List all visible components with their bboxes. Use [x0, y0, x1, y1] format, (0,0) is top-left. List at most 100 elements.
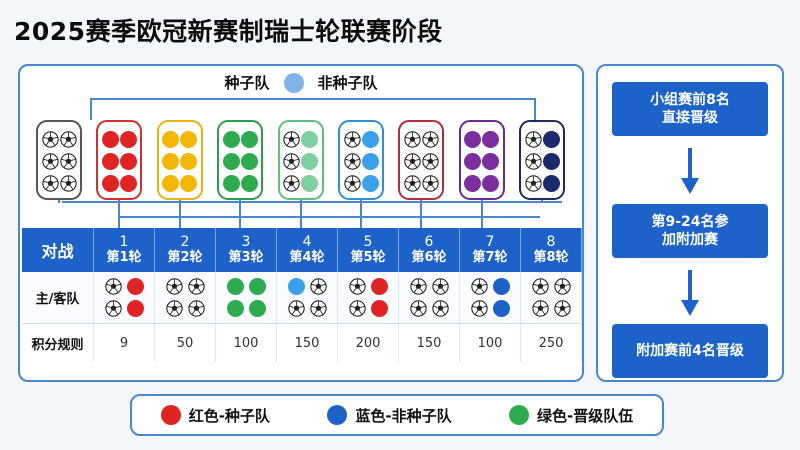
- soccer-ball-icon: [187, 278, 205, 295]
- pot-group-6: [338, 120, 384, 200]
- points-cell-8: 250: [521, 324, 582, 362]
- team-ball: [180, 130, 198, 148]
- team-ball: [180, 152, 198, 170]
- pot-group-9: [519, 120, 566, 200]
- points-cell-5: 200: [338, 324, 399, 362]
- group-connector: [118, 200, 121, 228]
- team-ball: [162, 152, 180, 170]
- top-connector-right: [534, 98, 536, 120]
- round-label: 第4轮: [289, 249, 325, 265]
- home-away-cell-8: [521, 272, 582, 323]
- table-connector-line: [120, 216, 540, 218]
- legend-dot-green: [509, 405, 530, 425]
- team-ball: [119, 174, 137, 192]
- soccer-ball-icon: [59, 174, 77, 192]
- team-ball: [126, 278, 144, 295]
- group-connector: [420, 200, 423, 228]
- legend-label-blue: 蓝色-非种子队: [355, 406, 452, 425]
- soccer-ball-icon: [531, 278, 549, 295]
- home-away-cell-5: [338, 272, 399, 323]
- qualification-flow-panel: 小组赛前8名 直接晋级 第9-24名参 加附加赛 附加赛前4名晋级: [596, 64, 784, 382]
- team-ball: [287, 278, 305, 295]
- flow-step-playoff-text: 第9-24名参 加附加赛: [651, 213, 729, 248]
- color-legend: 红色-种子队 蓝色-非种子队 绿色-晋级队伍: [130, 394, 664, 436]
- group-connector: [360, 200, 362, 228]
- legend-item-green: 绿色-晋级队伍: [509, 405, 633, 426]
- top-connector-left: [90, 98, 92, 120]
- arrow-down-icon: [681, 270, 699, 316]
- team-ball: [240, 130, 258, 148]
- top-connector-line: [90, 98, 536, 100]
- group-connector: [541, 200, 544, 203]
- matchup-pair: [469, 277, 511, 319]
- soccer-ball-icon: [553, 278, 571, 295]
- soccer-ball-icon: [404, 152, 421, 170]
- team-ball: [248, 300, 266, 317]
- soccer-ball-icon: [59, 130, 77, 148]
- flow-step-direct: 小组赛前8名 直接晋级: [612, 82, 768, 136]
- round-label: 第3轮: [228, 249, 264, 265]
- group-connector: [239, 200, 242, 228]
- matchup-pair: [164, 277, 206, 319]
- legend-dot-blue: [327, 405, 348, 425]
- header-matchup-label: 对战: [22, 228, 94, 272]
- round-label: 第2轮: [167, 249, 203, 265]
- home-away-row: 主/客队: [22, 272, 582, 324]
- group-connector: [299, 200, 302, 228]
- soccer-ball-icon: [470, 278, 488, 295]
- soccer-ball-icon: [59, 152, 77, 170]
- legend-item-blue: 蓝色-非种子队: [327, 405, 452, 426]
- soccer-ball-icon: [187, 300, 205, 317]
- team-ball: [464, 174, 482, 192]
- team-ball: [301, 174, 319, 192]
- team-ball: [248, 278, 266, 295]
- team-ball: [222, 152, 240, 170]
- unseeded-legend-dot: [283, 72, 304, 93]
- team-ball: [226, 278, 244, 295]
- pot-group-8: [458, 120, 505, 200]
- team-ball: [226, 300, 244, 317]
- team-ball: [482, 130, 500, 148]
- flow-step-advance-text: 附加赛前4名晋级: [636, 342, 744, 359]
- points-cell-2: 50: [155, 324, 216, 362]
- round-label: 第6轮: [411, 249, 447, 265]
- team-ball: [492, 300, 510, 317]
- team-ball: [101, 174, 119, 192]
- soccer-ball-icon: [348, 278, 366, 295]
- home-away-cell-2: [155, 272, 216, 323]
- seeded-legend-label: 种子队: [224, 74, 270, 92]
- soccer-ball-icon: [165, 300, 183, 317]
- soccer-ball-icon: [343, 174, 361, 192]
- flow-step-advance: 附加赛前4名晋级: [612, 324, 768, 378]
- round-number: 7: [485, 234, 495, 251]
- team-ball: [222, 174, 240, 192]
- team-ball: [482, 174, 500, 192]
- soccer-ball-icon: [431, 278, 449, 295]
- team-ball: [240, 152, 258, 170]
- soccer-ball-icon: [524, 174, 542, 192]
- home-away-cell-6: [399, 272, 460, 323]
- soccer-ball-icon: [422, 152, 439, 170]
- soccer-ball-icon: [422, 130, 439, 148]
- round-label: 第5轮: [350, 249, 386, 265]
- soccer-ball-icon: [409, 300, 427, 317]
- team-ball: [542, 174, 560, 192]
- group-connector: [178, 200, 181, 228]
- seed-legend: 种子队 非种子队: [20, 72, 582, 93]
- group-connector: [58, 200, 60, 203]
- legend-label-green: 绿色-晋级队伍: [537, 406, 634, 425]
- arrow-down-icon: [681, 148, 699, 194]
- team-ball: [361, 174, 379, 192]
- team-ball: [101, 130, 119, 148]
- legend-label-red: 红色-种子队: [188, 406, 270, 425]
- soccer-ball-icon: [553, 300, 571, 317]
- home-away-cell-4: [277, 272, 338, 323]
- soccer-ball-icon: [41, 152, 59, 170]
- flow-step-direct-text: 小组赛前8名 直接晋级: [650, 91, 730, 126]
- round-number: 3: [241, 234, 251, 251]
